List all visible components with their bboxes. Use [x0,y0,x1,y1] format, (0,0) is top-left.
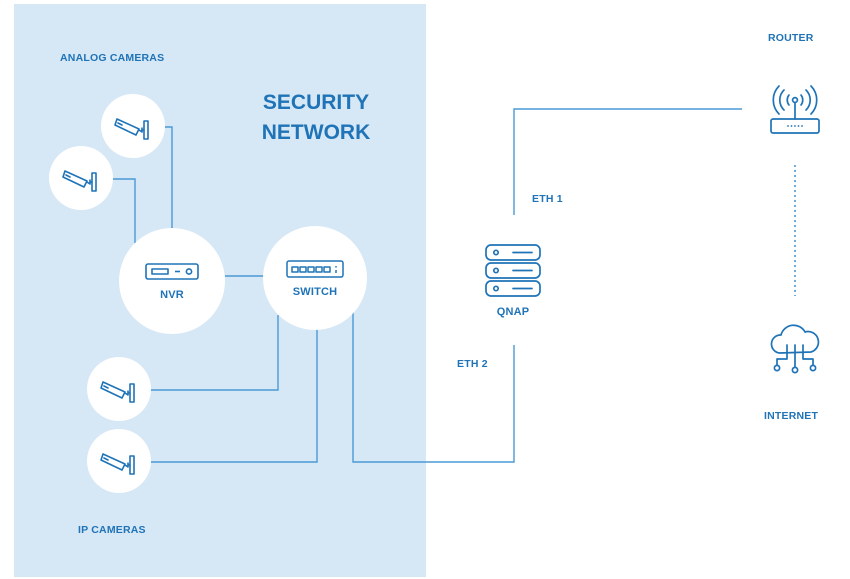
qnap-node[interactable]: QNAP [448,215,578,345]
server-stack-icon [485,244,541,297]
internet-label: INTERNET [764,410,819,422]
analog-cameras-label: ANALOG CAMERAS [60,52,165,64]
wire-switch-qnap-eth2 [352,300,515,463]
analog-camera-2[interactable] [49,146,113,210]
title-line-2: NETWORK [261,121,371,144]
security-network-title: SECURITY NETWORK [248,88,384,148]
wire-qnap-eth1-router [513,108,745,220]
nvr-icon [145,263,199,280]
cctv-camera-icon [100,381,135,403]
nvr-label: NVR [160,289,184,301]
cloud-network-icon [770,324,820,374]
ip-cameras-label: IP CAMERAS [78,524,146,536]
title-line-1: SECURITY [262,91,370,114]
switch-label: SWITCH [292,286,338,298]
qnap-label: QNAP [496,306,530,318]
cctv-camera-icon [100,453,135,475]
wire-ip-cam1-switch [148,315,279,391]
ip-camera-1[interactable] [87,357,151,421]
internet-node[interactable] [742,296,848,402]
cctv-camera-icon [62,170,97,192]
cctv-camera-icon [114,118,149,140]
wire-ip-cam2-switch [148,318,318,463]
wifi-router-icon [770,85,820,134]
analog-camera-1[interactable] [101,94,165,158]
wire-analog-cam2-nvr [108,178,136,243]
eth1-label: ETH 1 [532,193,563,205]
network-switch-icon [286,260,344,278]
router-node[interactable] [742,58,848,164]
eth2-label: ETH 2 [457,358,488,370]
switch-node[interactable]: SWITCH [263,226,367,330]
nvr-node[interactable]: NVR [119,228,225,334]
ip-camera-2[interactable] [87,429,151,493]
router-label: ROUTER [768,32,814,44]
